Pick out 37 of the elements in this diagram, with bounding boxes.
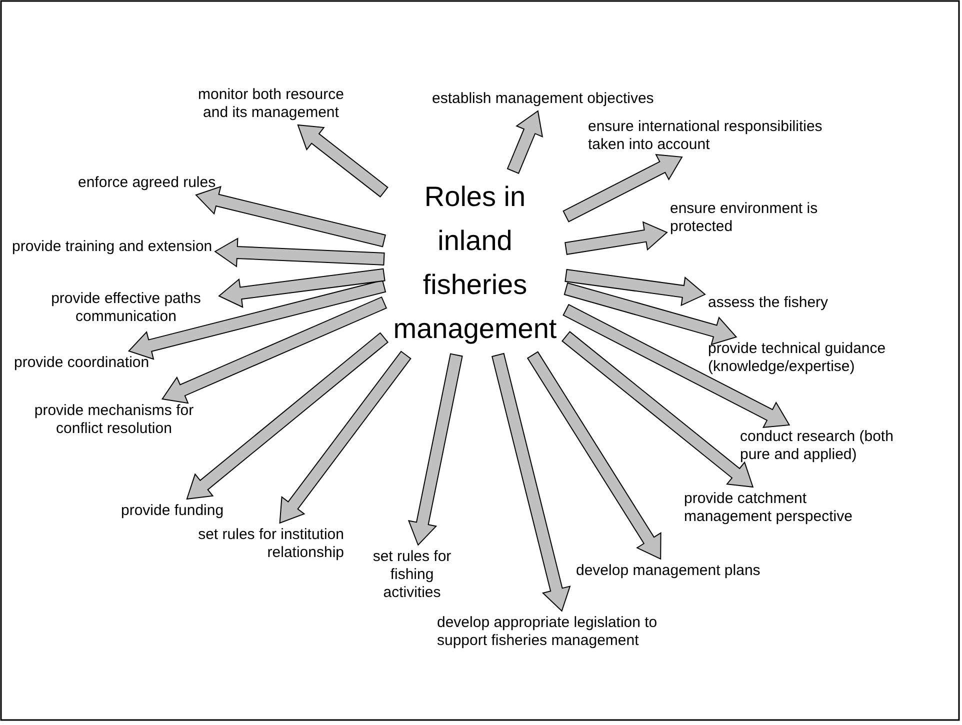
role-label: set rules for fishing activities (372, 548, 452, 602)
role-label: develop appropriate legislation to support fisheries management (437, 614, 658, 650)
central-title: Roles in inland fisheries management (392, 180, 558, 346)
block-arrow (562, 331, 754, 488)
block-arrow (214, 238, 385, 268)
role-label: assess the fishery (708, 294, 828, 312)
block-arrow (161, 296, 388, 404)
block-arrow (195, 186, 386, 248)
role-label: ensure environment is protected (670, 200, 819, 236)
role-label: enforce agreed rules (78, 174, 216, 192)
block-arrow (186, 332, 388, 500)
role-label: provide effective paths communication (50, 290, 202, 326)
block-arrow (562, 304, 790, 428)
role-label: establish management objectives (432, 90, 654, 108)
role-label: monitor both resource and its management (197, 86, 345, 122)
block-arrow (408, 353, 463, 546)
role-label: provide catchment management perspective (684, 490, 854, 526)
block-arrow (564, 282, 738, 346)
role-label: ensure international responsibilities taken into account (588, 118, 824, 154)
block-arrow (526, 351, 662, 560)
role-label: set rules for institution relationship (197, 526, 344, 562)
block-arrow (128, 280, 386, 360)
role-label: provide coordination (14, 354, 150, 372)
block-arrow (297, 124, 388, 198)
role-label: provide mechanisms for conflict resolution (33, 402, 195, 438)
block-arrow (562, 154, 683, 222)
block-arrow (218, 268, 386, 308)
block-arrow (564, 221, 668, 255)
role-label: provide technical guidance (knowledge/expertise) (708, 340, 887, 376)
role-label: conduct research (both pure and applied) (740, 428, 894, 464)
block-arrow (564, 268, 706, 306)
block-arrow (506, 110, 544, 174)
role-label: provide funding (121, 502, 224, 520)
role-label: provide training and extension (12, 238, 212, 256)
role-label: develop management plans (576, 562, 760, 580)
block-arrow (279, 350, 412, 524)
block-arrow (492, 352, 571, 612)
